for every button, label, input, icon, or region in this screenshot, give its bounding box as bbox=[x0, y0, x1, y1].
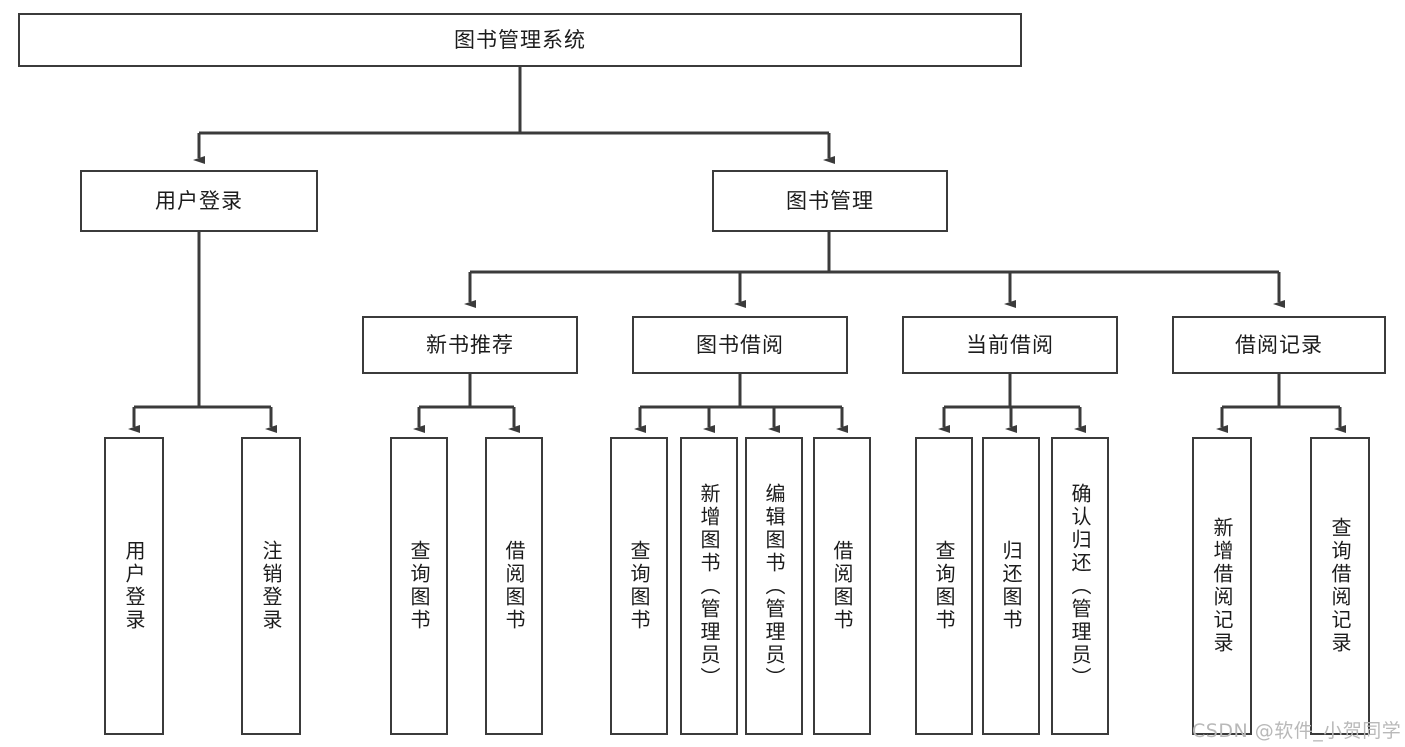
node-label: 编辑图书（管理员） bbox=[762, 482, 786, 690]
node-label: 图书管理系统 bbox=[454, 27, 586, 52]
node-label: 查询图书 bbox=[627, 540, 651, 632]
leaf-current-query-book[interactable]: 查询图书 bbox=[915, 437, 973, 735]
node-label: 用户登录 bbox=[155, 188, 243, 213]
leaf-record-add-record[interactable]: 新增借阅记录 bbox=[1192, 437, 1252, 735]
node-borrow-record[interactable]: 借阅记录 bbox=[1172, 316, 1386, 374]
leaf-user-login-logout[interactable]: 注销登录 bbox=[241, 437, 301, 735]
leaf-recommend-query-book[interactable]: 查询图书 bbox=[390, 437, 448, 735]
node-label: 图书管理 bbox=[786, 188, 874, 213]
node-label: 归还图书 bbox=[999, 540, 1023, 632]
node-book-management[interactable]: 图书管理 bbox=[712, 170, 948, 232]
csdn-watermark: CSDN @软件_小贺同学 bbox=[1192, 720, 1402, 742]
leaf-recommend-borrow-book[interactable]: 借阅图书 bbox=[485, 437, 543, 735]
node-label: 查询借阅记录 bbox=[1328, 517, 1352, 655]
node-new-book-recommend[interactable]: 新书推荐 bbox=[362, 316, 578, 374]
leaf-current-confirm-return[interactable]: 确认归还（管理员） bbox=[1051, 437, 1109, 735]
node-label: 新增图书（管理员） bbox=[697, 482, 721, 690]
leaf-record-query-record[interactable]: 查询借阅记录 bbox=[1310, 437, 1370, 735]
node-label: 当前借阅 bbox=[966, 332, 1054, 357]
node-book-borrow[interactable]: 图书借阅 bbox=[632, 316, 848, 374]
leaf-borrow-edit-book[interactable]: 编辑图书（管理员） bbox=[745, 437, 803, 735]
leaf-current-return-book[interactable]: 归还图书 bbox=[982, 437, 1040, 735]
leaf-borrow-add-book[interactable]: 新增图书（管理员） bbox=[680, 437, 738, 735]
leaf-borrow-borrow-book[interactable]: 借阅图书 bbox=[813, 437, 871, 735]
node-label: 注销登录 bbox=[259, 540, 283, 632]
node-user-login[interactable]: 用户登录 bbox=[80, 170, 318, 232]
node-label: 查询图书 bbox=[932, 540, 956, 632]
node-label: 新增借阅记录 bbox=[1210, 517, 1234, 655]
node-label: 查询图书 bbox=[407, 540, 431, 632]
node-label: 新书推荐 bbox=[426, 332, 514, 357]
node-label: 确认归还（管理员） bbox=[1068, 482, 1092, 690]
node-label: 图书借阅 bbox=[696, 332, 784, 357]
node-current-borrow[interactable]: 当前借阅 bbox=[902, 316, 1118, 374]
node-label: 借阅记录 bbox=[1235, 332, 1323, 357]
node-root-system[interactable]: 图书管理系统 bbox=[18, 13, 1022, 67]
node-label: 借阅图书 bbox=[502, 540, 526, 632]
node-label: 借阅图书 bbox=[830, 540, 854, 632]
leaf-borrow-query-book[interactable]: 查询图书 bbox=[610, 437, 668, 735]
leaf-user-login-login[interactable]: 用户登录 bbox=[104, 437, 164, 735]
node-label: 用户登录 bbox=[122, 540, 146, 632]
